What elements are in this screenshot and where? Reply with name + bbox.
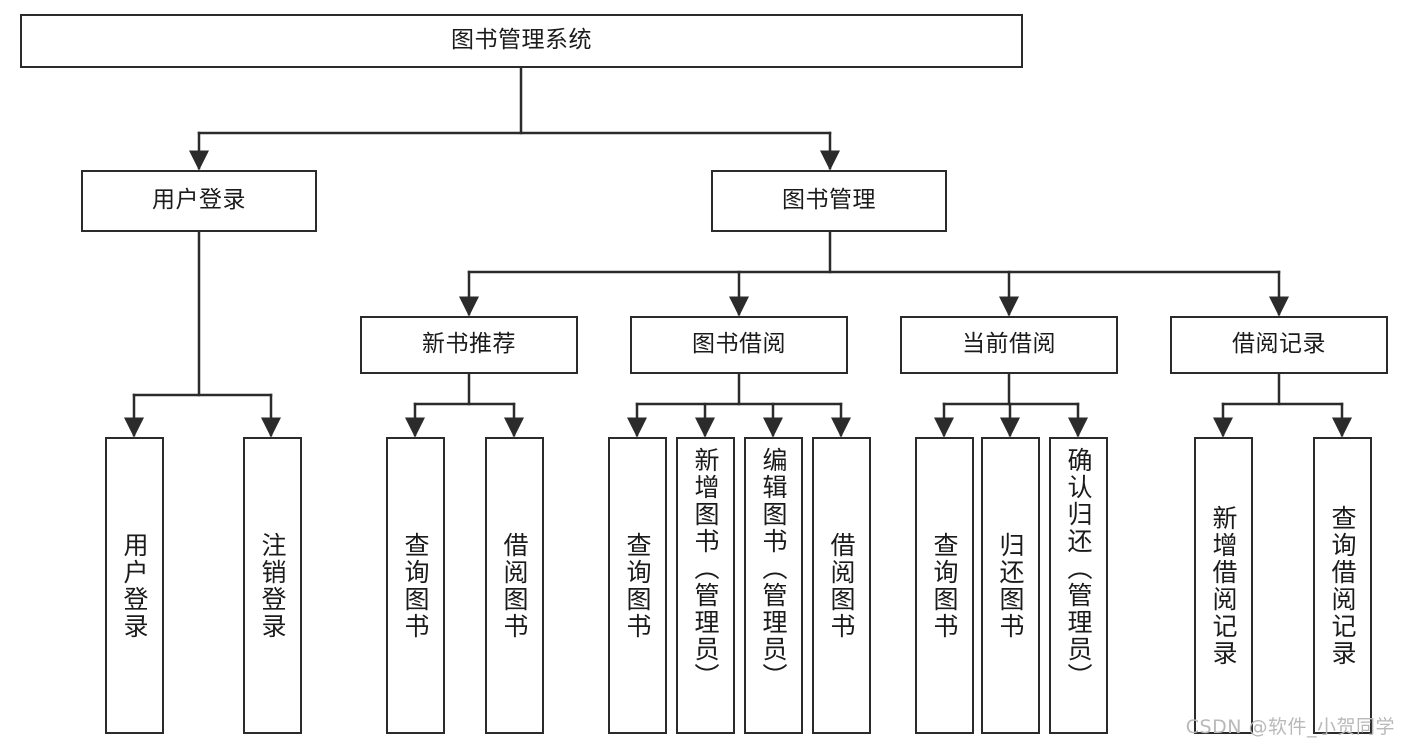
node-root[interactable]: 图书管理系统 <box>20 14 1023 68</box>
node-leaf-edit-book[interactable]: 编辑图书（管理员） <box>744 437 803 734</box>
node-leaf-user-login-label: 用户登录 <box>120 531 149 640</box>
node-leaf-confirm-return-label: 确认归还（管理员） <box>1064 447 1093 690</box>
node-leaf-query-record[interactable]: 查询借阅记录 <box>1313 437 1372 734</box>
node-borrow-record-label: 借阅记录 <box>1232 331 1326 358</box>
node-leaf-borrow-book-2-label: 借阅图书 <box>827 531 856 640</box>
node-root-label: 图书管理系统 <box>451 27 592 54</box>
node-leaf-confirm-return[interactable]: 确认归还（管理员） <box>1049 437 1108 734</box>
node-borrow-record[interactable]: 借阅记录 <box>1170 316 1388 374</box>
node-leaf-logout-login[interactable]: 注销登录 <box>243 437 302 734</box>
node-book-borrow[interactable]: 图书借阅 <box>630 316 848 374</box>
node-current-borrow-label: 当前借阅 <box>962 331 1056 358</box>
node-new-book-rec[interactable]: 新书推荐 <box>360 316 578 374</box>
node-book-borrow-label: 图书借阅 <box>692 331 786 358</box>
node-current-borrow[interactable]: 当前借阅 <box>900 316 1118 374</box>
node-new-book-rec-label: 新书推荐 <box>422 331 516 358</box>
node-leaf-user-login[interactable]: 用户登录 <box>105 437 164 734</box>
node-leaf-query-book-2-label: 查询图书 <box>623 531 652 640</box>
node-leaf-add-book-label: 新增图书（管理员） <box>691 447 720 690</box>
watermark: CSDN @软件_小贺同学 <box>1185 716 1395 738</box>
node-user-login[interactable]: 用户登录 <box>81 170 317 232</box>
node-leaf-query-book-2[interactable]: 查询图书 <box>608 437 667 734</box>
node-leaf-query-book-1-label: 查询图书 <box>401 531 430 640</box>
node-leaf-query-book-1[interactable]: 查询图书 <box>386 437 445 734</box>
node-leaf-edit-book-label: 编辑图书（管理员） <box>759 447 788 690</box>
node-leaf-add-record[interactable]: 新增借阅记录 <box>1194 437 1253 734</box>
node-leaf-query-record-label: 查询借阅记录 <box>1328 504 1357 667</box>
node-leaf-borrow-book-2[interactable]: 借阅图书 <box>812 437 871 734</box>
node-leaf-return-book-label: 归还图书 <box>996 531 1025 640</box>
node-leaf-query-book-3[interactable]: 查询图书 <box>915 437 974 734</box>
node-book-manage-label: 图书管理 <box>782 187 876 214</box>
node-user-login-label: 用户登录 <box>152 187 246 214</box>
node-leaf-add-book[interactable]: 新增图书（管理员） <box>676 437 735 734</box>
node-leaf-borrow-book-1[interactable]: 借阅图书 <box>485 437 544 734</box>
node-leaf-add-record-label: 新增借阅记录 <box>1209 504 1238 667</box>
node-leaf-logout-login-label: 注销登录 <box>258 531 287 640</box>
node-leaf-query-book-3-label: 查询图书 <box>930 531 959 640</box>
node-book-manage[interactable]: 图书管理 <box>711 170 947 232</box>
node-leaf-return-book[interactable]: 归还图书 <box>981 437 1040 734</box>
node-leaf-borrow-book-1-label: 借阅图书 <box>500 531 529 640</box>
